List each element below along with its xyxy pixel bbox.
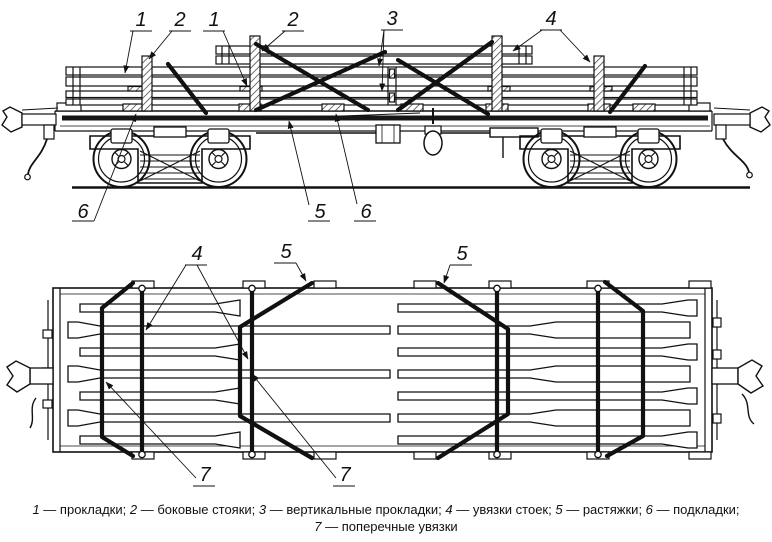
tie-anchor-rings <box>138 284 602 459</box>
lashings-plan <box>99 279 646 461</box>
air-hose <box>29 397 37 429</box>
bogie-left <box>89 126 251 188</box>
top-view-callouts: 4 5 5 7 7 <box>105 241 472 487</box>
guy-belt-left <box>237 280 315 461</box>
tier-spacers <box>127 85 613 92</box>
spring-pack <box>139 150 201 182</box>
legend-item: 7 — поперечные увязки <box>314 519 458 534</box>
callout-3: 3 <box>386 8 397 30</box>
legend-item: 1 — прокладки; <box>32 502 130 517</box>
coupler-head <box>6 360 31 393</box>
legend-line-1: 1 — прокладки; 2 — боковые стояки; 3 — в… <box>0 501 772 518</box>
air-hose <box>722 138 750 173</box>
stake-4 <box>593 55 605 112</box>
transverse-tie-right <box>602 279 646 459</box>
coupler-right-plan <box>711 359 765 394</box>
scheme-drawing: 1 2 1 2 3 4 6 5 6 <box>1 8 771 487</box>
cargo-rails-plan <box>67 299 698 449</box>
air-hose <box>27 138 48 175</box>
coupler-head <box>1 106 23 133</box>
sideframe <box>89 135 251 184</box>
callout-5a: 5 <box>280 241 292 263</box>
legend-item: 6 — подкладки; <box>645 502 740 517</box>
legend-line-2: 7 — поперечные увязки <box>0 518 772 535</box>
end-sill-right <box>688 102 711 112</box>
brake-gear <box>256 108 560 158</box>
guy-rod <box>261 112 421 120</box>
callout-1a: 1 <box>135 9 146 31</box>
callout-1b: 1 <box>208 9 219 31</box>
callout-2a: 2 <box>173 9 185 31</box>
cargo-beams <box>65 45 698 106</box>
callout-7b: 7 <box>339 464 351 486</box>
lashings-side <box>165 39 648 117</box>
callout-6a: 6 <box>77 201 89 223</box>
coupler-head <box>737 359 765 394</box>
side-view: 1 2 1 2 3 4 6 5 6 <box>1 8 771 223</box>
stake-1 <box>141 55 153 112</box>
callout-6b: 6 <box>360 201 372 223</box>
transverse-tie-left <box>99 280 136 459</box>
vertical-spacer <box>388 92 396 103</box>
callout-4t: 4 <box>191 243 202 265</box>
bolster <box>153 126 187 138</box>
side-view-callouts: 1 2 1 2 3 4 6 5 6 <box>72 8 591 223</box>
side-sill-band <box>62 115 708 121</box>
bogie-right <box>519 126 681 188</box>
stake-3 <box>491 35 503 112</box>
journal-box <box>110 128 133 144</box>
callout-4: 4 <box>545 8 556 30</box>
air-hose <box>741 393 755 425</box>
legend-item: 2 — боковые стояки; <box>129 502 259 517</box>
top-view: 4 5 5 7 7 <box>6 241 765 487</box>
coupler-right <box>713 106 771 179</box>
callout-2b: 2 <box>286 9 298 31</box>
legend-item: 4 — увязки стоек; <box>445 502 556 517</box>
coupler-left <box>1 106 59 181</box>
coupler-head <box>749 106 771 133</box>
callout-5s: 5 <box>314 201 326 223</box>
journal-box <box>207 128 230 144</box>
legend-item: 3 — вертикальные прокладки; <box>258 502 446 517</box>
guy-belt-right <box>435 280 511 461</box>
brake-cylinder <box>423 130 443 156</box>
callout-7a: 7 <box>199 464 211 486</box>
vertical-spacer <box>388 68 396 79</box>
callout-5b: 5 <box>456 243 468 265</box>
legend-item: 5 — растяжки; <box>555 502 646 517</box>
coupler-left-plan <box>6 360 54 393</box>
legend: 1 — прокладки; 2 — боковые стояки; 3 — в… <box>0 501 772 535</box>
